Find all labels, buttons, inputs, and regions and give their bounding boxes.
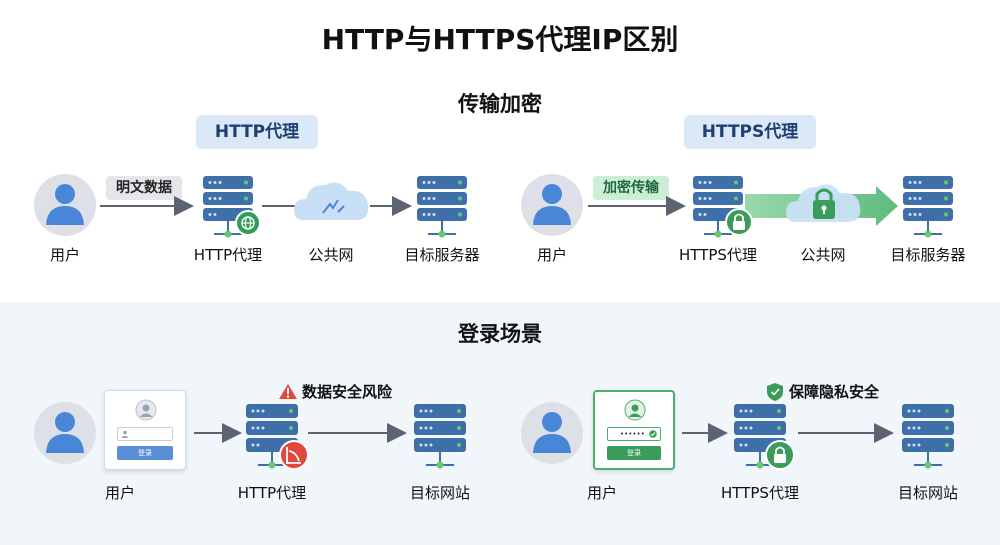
user-icon	[521, 174, 583, 236]
lock-icon	[765, 440, 795, 470]
login-form-card-secure: •••••• 登录	[593, 390, 675, 470]
server-icon	[903, 176, 953, 238]
server-icon	[246, 404, 298, 469]
user-icon	[34, 174, 96, 236]
data-risk-warning: 数据安全风险	[302, 383, 393, 401]
http-proxy-label: HTTP代理	[193, 246, 263, 264]
page-title: HTTP与HTTPS代理IP区别	[321, 23, 679, 56]
user-icon	[34, 402, 96, 464]
avatar-icon	[624, 399, 646, 421]
login-form-card: 登录	[104, 390, 186, 470]
check-icon	[649, 430, 657, 438]
shield-check-icon	[767, 383, 783, 401]
server-icon	[414, 404, 466, 469]
section-title-encryption: 传输加密	[458, 92, 542, 116]
cloud-icon	[294, 182, 369, 220]
avatar-icon	[135, 399, 157, 421]
user-label: 用户	[49, 246, 80, 264]
server-icon	[203, 176, 253, 238]
user-label: 用户	[586, 484, 617, 502]
target-site-label: 目标网站	[409, 484, 470, 502]
plaintext-data-tag: 明文数据	[106, 176, 182, 200]
login-button[interactable]: 登录	[607, 446, 661, 460]
warning-icon	[279, 384, 297, 399]
server-icon	[902, 404, 954, 469]
public-network-label: 公共网	[308, 246, 354, 264]
target-server-label: 目标服务器	[404, 246, 480, 264]
broken-lock-icon	[279, 440, 309, 470]
user-label: 用户	[104, 484, 135, 502]
https-proxy-label: HTTPS代理	[721, 484, 799, 502]
login-button[interactable]: 登录	[117, 446, 173, 460]
http-proxy-label: HTTP代理	[237, 484, 307, 502]
http-proxy-pill: HTTP代理	[196, 115, 318, 149]
globe-icon	[235, 210, 261, 236]
password-mask: ••••••	[620, 430, 645, 438]
https-proxy-pill: HTTPS代理	[684, 115, 816, 149]
user-small-icon	[121, 430, 129, 438]
user-label: 用户	[536, 246, 567, 264]
encrypted-transfer-tag: 加密传输	[593, 176, 669, 200]
public-network-label: 公共网	[800, 246, 846, 264]
target-server-label: 目标服务器	[890, 246, 966, 264]
target-site-label: 目标网站	[897, 484, 958, 502]
privacy-safe-note: 保障隐私安全	[789, 383, 880, 401]
username-input[interactable]	[117, 427, 173, 441]
lock-icon	[725, 208, 753, 236]
password-input[interactable]: ••••••	[607, 427, 661, 441]
server-icon	[693, 176, 743, 238]
server-icon	[417, 176, 467, 238]
lock-icon	[813, 188, 835, 219]
https-proxy-label: HTTPS代理	[679, 246, 757, 264]
section-title-login: 登录场景	[458, 322, 542, 346]
user-icon	[521, 402, 583, 464]
